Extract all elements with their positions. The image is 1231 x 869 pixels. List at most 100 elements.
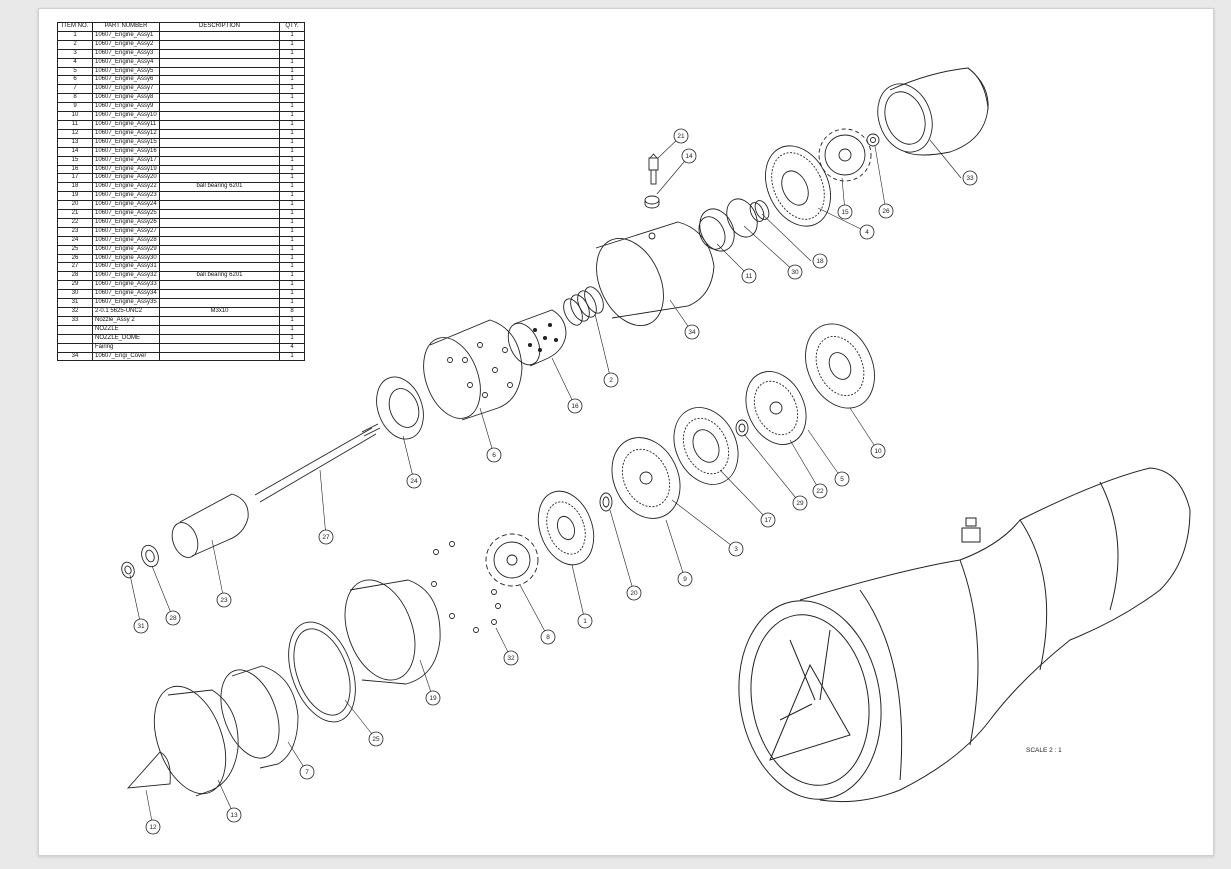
bom-qty: 1 (279, 280, 305, 291)
bom-qty: 1 (279, 137, 305, 148)
bom-part-number: 10607_Engine_Assy27 (92, 226, 160, 237)
bom-item-no: 25 (57, 244, 93, 255)
bom-qty: 1 (279, 30, 305, 41)
bom-part-number: 10607_Engine_Assy19 (92, 164, 160, 175)
bom-qty: 1 (279, 191, 305, 202)
bom-description (159, 289, 280, 300)
bom-item-no: 20 (57, 200, 93, 211)
bom-part-number: 10607_Engine_Assy35 (92, 298, 160, 308)
bom-part-number: 10607_Engine_Assy5 (92, 66, 160, 77)
bom-header-description: DESCRIPTION (159, 22, 280, 32)
bom-part-number: 10607_Engine_Assy28 (92, 235, 160, 246)
bom-part-number: 10607_Engine_Assy34 (92, 289, 160, 300)
bom-part-number: 10607_Engine_Assy22 (92, 182, 160, 193)
bom-qty: 1 (279, 200, 305, 211)
bom-part-number: 10607_Engine_Assy30 (92, 253, 160, 264)
bom-description (159, 119, 280, 130)
bom-part-number: 10607_Engine_Assy25 (92, 209, 160, 219)
bom-qty: 1 (279, 93, 305, 104)
bom-description (159, 128, 280, 139)
bom-description (159, 57, 280, 68)
bom-item-no: 5 (57, 66, 93, 77)
bom-item-no: 8 (57, 93, 93, 104)
bom-header-qty: QTY. (279, 22, 305, 32)
bom-item-no: 26 (57, 253, 93, 264)
bom-description (159, 137, 280, 148)
bom-item-no: 2 (57, 39, 93, 50)
bom-part-number: Fairing (92, 342, 160, 353)
bom-qty: 1 (279, 66, 305, 77)
bom-qty: 1 (279, 111, 305, 121)
bom-description (159, 191, 280, 202)
bom-description (159, 280, 280, 291)
bom-description (159, 48, 280, 59)
bom-header-part-number: PART NUMBER (92, 22, 160, 32)
bom-qty: 1 (279, 315, 305, 326)
bom-part-number: Nozzle_Assy 2 (92, 315, 160, 326)
bom-part-number: 10607_Engine_Assy11 (92, 119, 160, 130)
bom-description (159, 93, 280, 104)
bom-part-number: 10607_Engine_Assy33 (92, 280, 160, 291)
bom-part-number: 10607_Engine_Assy8 (92, 93, 160, 104)
bom-description (159, 146, 280, 157)
bom-description (159, 155, 280, 166)
bom-qty: 4 (279, 342, 305, 353)
bom-qty: 1 (279, 84, 305, 95)
bom-description (159, 253, 280, 264)
bom-description (159, 298, 280, 308)
bom-description (159, 324, 280, 335)
bom-item-no: 11 (57, 119, 93, 130)
bom-description (159, 209, 280, 219)
bom-item-no: 10 (57, 111, 93, 121)
bom-description: ball bearing 6201 (159, 271, 280, 282)
bom-item-no: 4 (57, 57, 93, 68)
bom-item-no: 3 (57, 48, 93, 59)
bom-qty: 1 (279, 173, 305, 184)
bom-item-no: 12 (57, 128, 93, 139)
bom-part-number: 10607_Engine_Assy24 (92, 200, 160, 211)
bom-part-number: 10607_Engine_Assy26 (92, 217, 160, 228)
bom-item-no: 32 (57, 307, 93, 317)
bom-part-number: 10607_Engine_Assy2 (92, 39, 160, 50)
bom-part-number: 10607_Engi_Cover (92, 351, 160, 362)
bom-part-number: 10607_Engine_Assy32 (92, 271, 160, 282)
bom-item-no: 27 (57, 262, 93, 273)
bom-description: ball bearing 6201 (159, 182, 280, 193)
bom-item-no: 29 (57, 280, 93, 291)
bom-item-no: 22 (57, 217, 93, 228)
bom-description (159, 217, 280, 228)
bom-item-no: 19 (57, 191, 93, 202)
bom-part-number: 2-0.1 5625-UNC2 (92, 307, 160, 317)
bom-item-no: 13 (57, 137, 93, 148)
bom-qty: 1 (279, 262, 305, 273)
bom-description (159, 342, 280, 353)
bom-part-number: 10607_Engine_Assy17 (92, 155, 160, 166)
bom-item-no: 33 (57, 315, 93, 326)
bom-description (159, 39, 280, 50)
bom-part-number: 10607_Engine_Assy20 (92, 173, 160, 184)
bom-description (159, 333, 280, 344)
bom-item-no: 34 (57, 351, 93, 362)
bom-part-number: 10607_Engine_Assy16 (92, 146, 160, 157)
